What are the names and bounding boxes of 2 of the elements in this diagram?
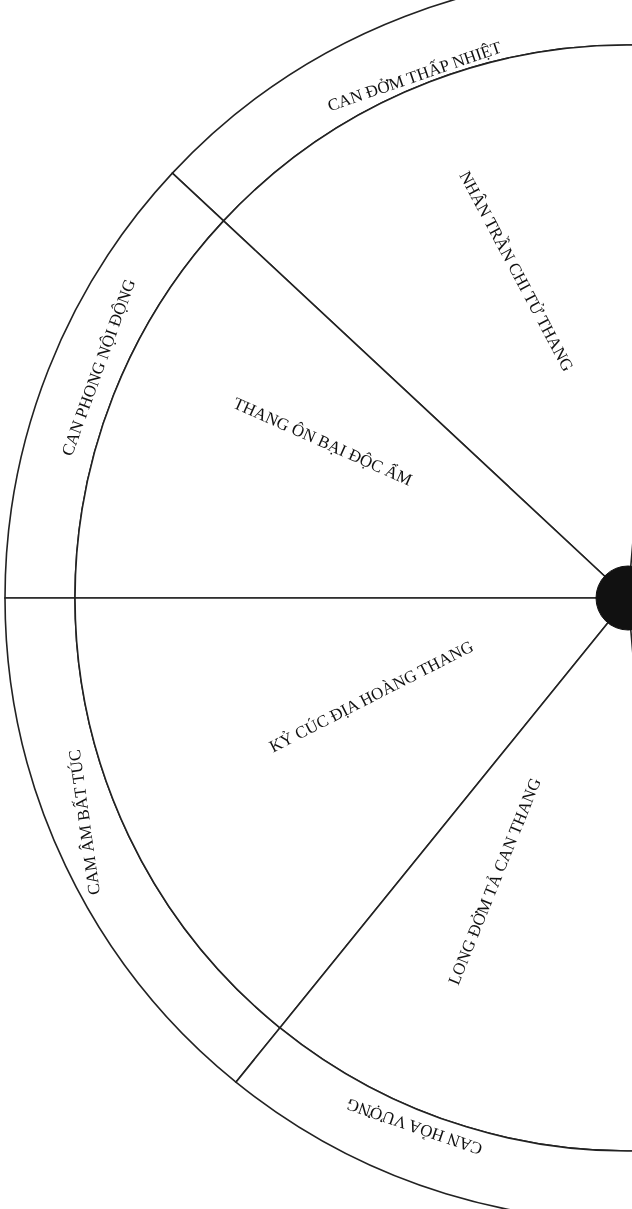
ring-label: CAM ÂM BẤT TÚC	[64, 748, 104, 896]
ring-label: CAN ĐỞM THẤP NHIỆT	[325, 37, 504, 116]
